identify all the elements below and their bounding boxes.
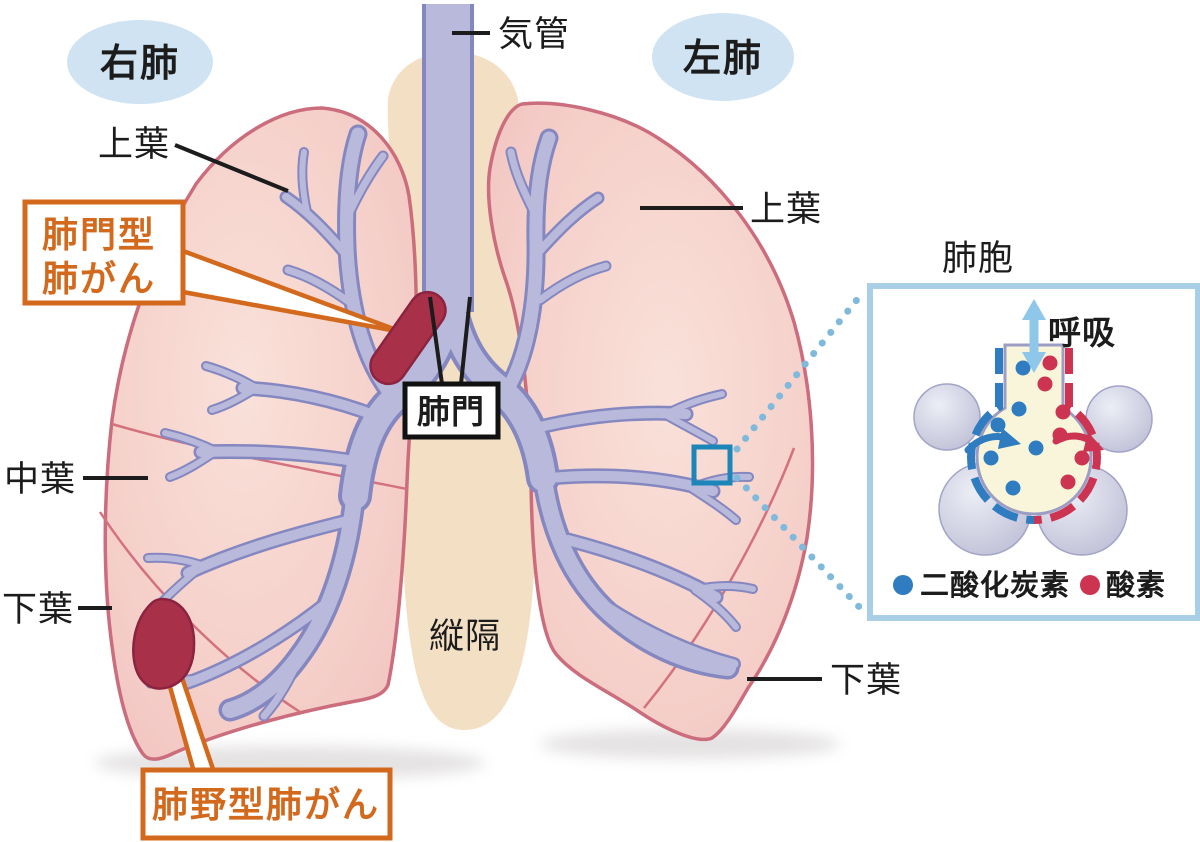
peripheral-cancer-box xyxy=(140,767,393,841)
o2-legend-dot xyxy=(1080,575,1100,595)
breathing-label: 呼吸 xyxy=(1048,314,1116,351)
hilum-pointer-right xyxy=(459,296,472,385)
hilar-cancer-label-line2: 肺がん xyxy=(42,258,156,299)
dotted-connector-bottom xyxy=(733,474,868,616)
co2-legend-label: 二酸化炭素 xyxy=(920,569,1070,602)
mediastinum-label: 縦隔 xyxy=(429,617,501,656)
lower-lobe-left-label: 下葉 xyxy=(830,661,902,700)
peripheral-tumor xyxy=(132,597,196,690)
co2-dots xyxy=(983,360,1044,496)
hilar-cancer-box xyxy=(22,199,186,306)
upper-lobe-left-label: 上葉 xyxy=(750,190,822,229)
alveoli-zoom-marker xyxy=(691,444,733,486)
right-lung-badge-label: 右肺 xyxy=(100,43,180,85)
co2-legend-dot xyxy=(893,575,913,595)
o2-dots xyxy=(1037,355,1090,490)
co2-in-arrow xyxy=(964,428,1021,454)
hilum-pointer-left xyxy=(428,296,444,385)
alveoli-title: 肺胞 xyxy=(942,239,1014,278)
peripheral-cancer-label: 肺野型肺がん xyxy=(152,784,380,825)
trachea-label: 気管 xyxy=(498,15,570,54)
right-lung-badge xyxy=(67,20,213,104)
left-lung-badge xyxy=(652,13,794,101)
left-lung-badge-label: 左肺 xyxy=(683,38,763,80)
shadow-left-lung xyxy=(540,729,840,759)
middle-lobe-label: 中葉 xyxy=(4,460,76,499)
inset-legend: 二酸化炭素 酸素 xyxy=(893,569,1166,602)
capillary-blue xyxy=(966,348,1035,524)
hilar-cancer-label-line1: 肺門型 xyxy=(42,214,156,255)
lower-lobe-right-label: 下葉 xyxy=(2,590,74,629)
hilar-tumor xyxy=(369,290,447,386)
alveoli-inset: 呼吸 二酸化炭素 酸素 xyxy=(867,283,1200,621)
breathing-arrow-icon xyxy=(1022,299,1046,373)
hilum-label-box xyxy=(402,381,501,440)
upper-lobe-right-pointer xyxy=(174,143,289,193)
o2-out-arrow xyxy=(1052,432,1104,452)
o2-legend-label: 酸素 xyxy=(1106,569,1166,602)
left-lung-oblique-fissure xyxy=(643,447,796,709)
hilum-label: 肺門 xyxy=(417,393,485,430)
upper-lobe-right-label: 上葉 xyxy=(98,125,170,164)
capillary-red xyxy=(1033,348,1102,524)
